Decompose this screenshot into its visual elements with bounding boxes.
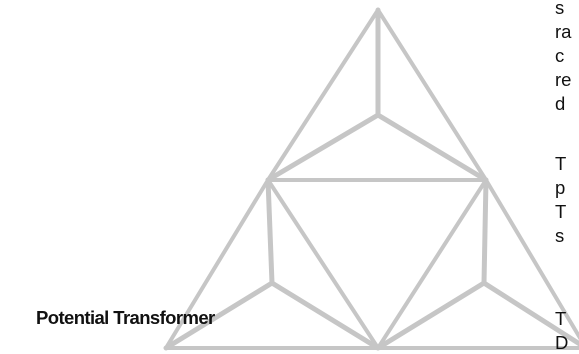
- side-text-block-2: T p T s: [555, 152, 566, 248]
- logo-spoke: [268, 115, 378, 180]
- logo-edge: [268, 10, 378, 180]
- side-text-line: c: [555, 44, 571, 68]
- side-text-line: T: [555, 152, 566, 176]
- side-text-line: s: [555, 224, 566, 248]
- logo-edge: [268, 180, 378, 348]
- logo-spoke: [378, 283, 484, 348]
- logo-edge: [378, 180, 486, 348]
- side-text-block-1: s ra c re d: [555, 0, 571, 116]
- caption-title: Potential Transformer: [36, 307, 215, 329]
- logo-spoke: [378, 115, 486, 180]
- logo-spoke: [268, 180, 272, 283]
- side-text-block-3: T D: [555, 307, 568, 354]
- side-text-line: d: [555, 92, 571, 116]
- side-text-line: T: [555, 307, 568, 331]
- side-text-line: D: [555, 331, 568, 354]
- logo-spoke: [484, 180, 486, 283]
- side-text-line: T: [555, 200, 566, 224]
- side-text-line: p: [555, 176, 566, 200]
- logo-spoke: [272, 283, 378, 348]
- side-text-line: re: [555, 68, 571, 92]
- side-text-line: ra: [555, 20, 571, 44]
- side-text-line: s: [555, 0, 571, 20]
- logo-edge: [378, 10, 486, 180]
